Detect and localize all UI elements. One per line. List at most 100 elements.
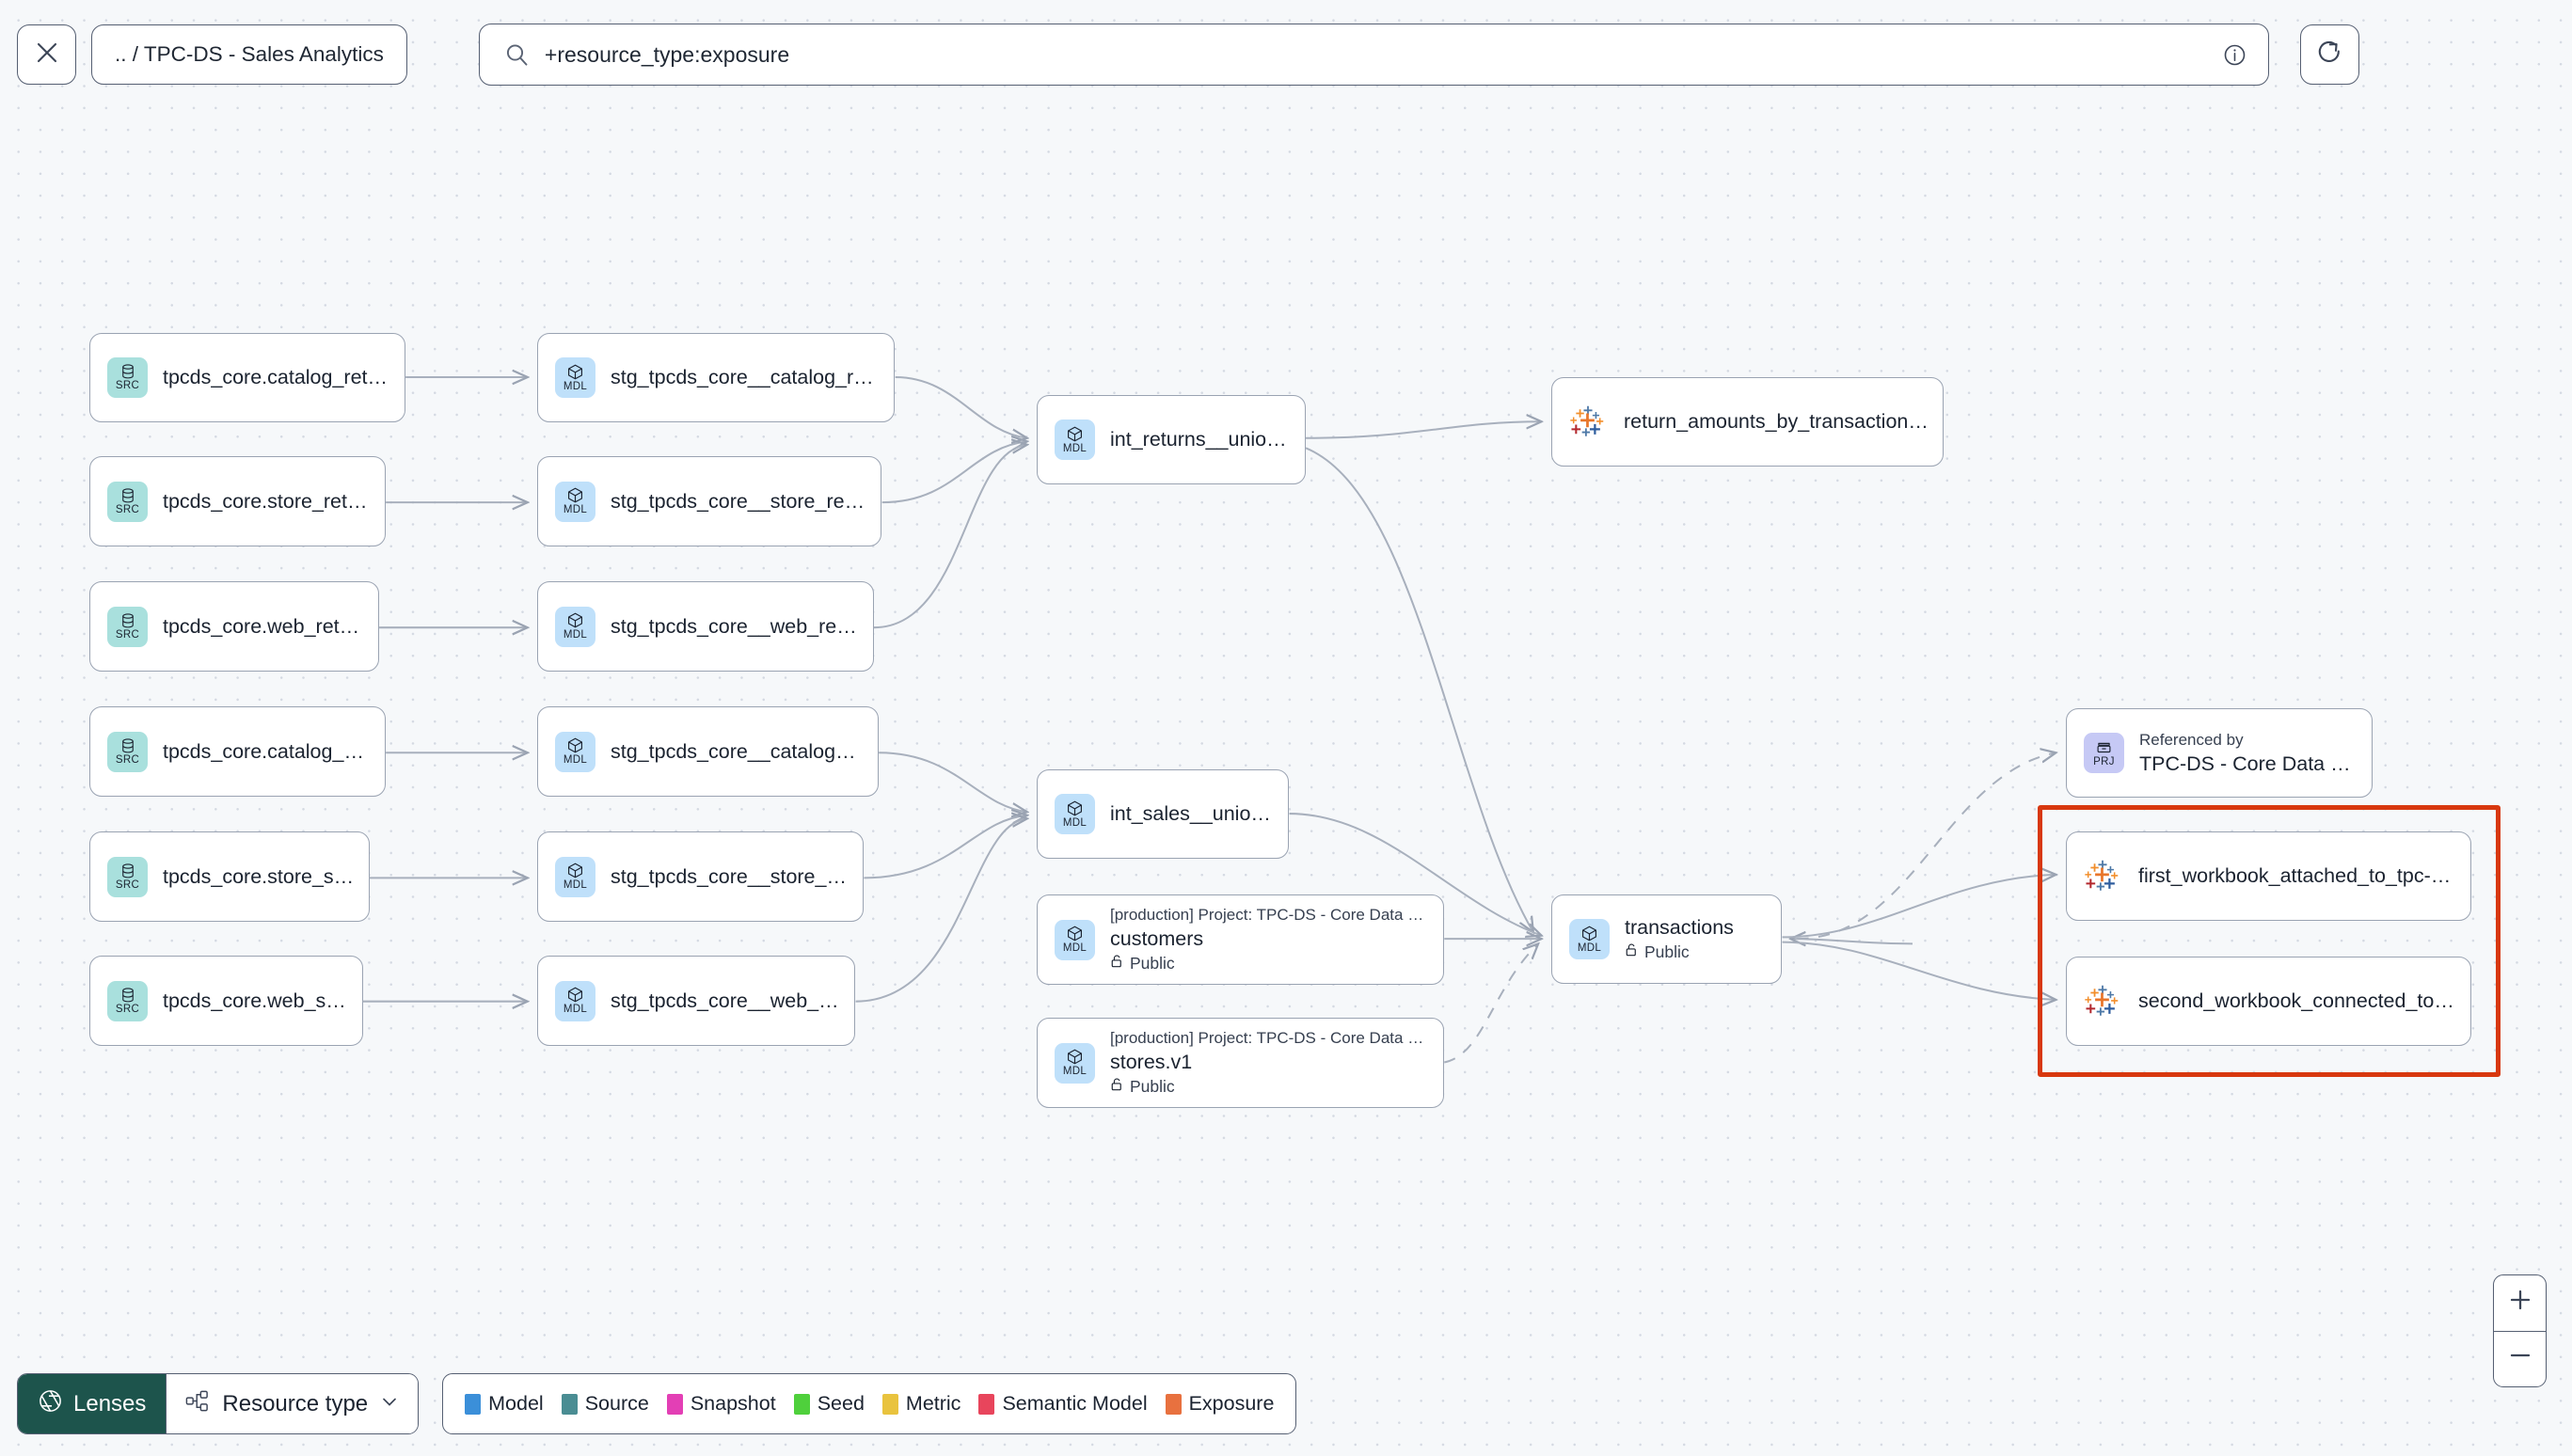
node-labels: int_returns__unioned [1110,428,1305,451]
node-labels: stg_tpcds_core__store_returns [611,490,881,514]
legend-label: Source [584,1392,649,1415]
hierarchy-icon [184,1388,210,1420]
lens-group: Lenses Resource type [17,1373,420,1434]
resource-type-filter[interactable]: Resource type [166,1374,419,1433]
lenses-button[interactable]: Lenses [18,1374,167,1433]
lenses-label: Lenses [73,1390,147,1416]
resource-type-label: Resource type [222,1390,369,1416]
node-title: return_amounts_by_transaction_type [1624,410,1929,433]
close-button[interactable] [17,24,76,85]
legend-item-model[interactable]: Model [465,1392,544,1416]
node-labels: tpcds_core.store_returns [163,490,385,514]
plus-icon [2508,1288,2532,1320]
graph-node-second_workbook[interactable]: second_workbook_connected_to_live… [2066,957,2471,1046]
node-labels: tpcds_core.web_sales [163,989,362,1013]
node-visibility: Public [1110,954,1430,973]
node-subtitle: Referenced by [2139,730,2244,749]
tableau-workbook-icon [1569,404,1607,441]
legend-label: Exposure [1188,1392,1275,1415]
tableau-workbook-icon [2084,858,2121,895]
info-icon[interactable] [2222,42,2247,68]
node-title: int_sales__unioned [1110,802,1275,825]
legend-item-seed[interactable]: Seed [793,1392,865,1416]
node-subtitle: [production] Project: TPC-DS - Core Data… [1110,1029,1430,1047]
graph-node-return_amounts[interactable]: return_amounts_by_transaction_type [1551,377,1944,467]
node-title: stores.v1 [1110,1051,1193,1073]
node-title: stg_tpcds_core__web_sales [611,989,841,1012]
breadcrumb[interactable]: .. / TPC-DS - Sales Analytics [91,24,407,85]
node-visibility: Public [1110,1077,1430,1097]
node-labels: stg_tpcds_core__web_sales [611,989,854,1013]
legend-swatch [465,1393,482,1415]
legend-item-snapshot[interactable]: Snapshot [666,1392,776,1416]
node-labels: int_sales__unioned [1110,802,1288,826]
source-badge-icon: SRC [107,856,148,897]
node-title: tpcds_core.store_returns [163,489,372,513]
graph-node-customers[interactable]: MDL [production] Project: TPC-DS - Core D… [1037,894,1444,985]
node-labels: stg_tpcds_core__catalog_returns [611,366,894,389]
unlock-icon [1110,1077,1124,1097]
node-labels: tpcds_core.web_returns [163,615,378,639]
legend-label: Semantic Model [1002,1392,1148,1415]
source-badge-icon: SRC [107,357,148,398]
node-title: tpcds_core.catalog_sales [163,739,372,763]
search-bar[interactable]: +resource_type:exposure [478,24,2269,86]
legend-label: Model [488,1392,544,1415]
model-badge-icon: MDL [1055,919,1095,960]
legend-label: Metric [905,1392,961,1415]
graph-node-src_catalog_returns[interactable]: SRC tpcds_core.catalog_returns [89,333,405,422]
node-labels: tpcds_core.catalog_sales [163,740,385,764]
node-title: tpcds_core.catalog_returns [163,366,391,388]
legend-item-metric[interactable]: Metric [881,1392,961,1416]
model-badge-icon: MDL [1569,919,1610,959]
resource-type-legend: Model Source Snapshot Seed Metric Semantic Mo… [442,1373,1297,1434]
graph-node-int_returns_unioned[interactable]: MDL int_returns__unioned [1037,395,1306,484]
node-title: stg_tpcds_core__store_returns [611,489,867,513]
zoom-in-button[interactable] [2494,1275,2546,1331]
graph-node-int_sales_unioned[interactable]: MDL int_sales__unioned [1037,769,1289,859]
model-badge-icon: MDL [555,856,595,897]
node-title: tpcds_core.web_sales [163,989,349,1012]
refresh-button[interactable] [2299,24,2359,85]
graph-node-stg_web_returns[interactable]: MDL stg_tpcds_core__web_returns [537,581,874,672]
legend-item-semantic-model[interactable]: Semantic Model [978,1392,1148,1416]
graph-node-stg_catalog_returns[interactable]: MDL stg_tpcds_core__catalog_returns [537,333,895,422]
chevron-down-icon [380,1391,399,1417]
model-badge-icon: MDL [1055,419,1095,460]
legend-label: Snapshot [690,1392,776,1415]
node-visibility-label: Public [1130,1077,1175,1096]
legend-swatch [666,1393,683,1415]
exposure-selection-box [2038,805,2501,1077]
graph-node-stg_store_sales[interactable]: MDL stg_tpcds_core__store_sales [537,831,864,922]
node-labels: [production] Project: TPC-DS - Core Data… [1110,1029,1443,1097]
zoom-out-button[interactable] [2494,1331,2546,1386]
node-visibility-label: Public [1130,954,1175,973]
search-icon [504,42,530,68]
search-input[interactable]: +resource_type:exposure [544,41,790,67]
node-title: stg_tpcds_core__store_sales [611,864,849,888]
node-visibility-label: Public [1644,942,1690,961]
legend-item-source[interactable]: Source [561,1392,649,1416]
model-badge-icon: MDL [555,606,595,647]
model-badge-icon: MDL [555,357,595,398]
node-labels: stg_tpcds_core__catalog_sales [611,740,878,764]
node-labels: stg_tpcds_core__web_returns [611,615,873,639]
graph-node-first_workbook[interactable]: first_workbook_attached_to_tpc-ds_-_… [2066,831,2471,921]
model-badge-icon: MDL [1055,794,1095,834]
node-labels: tpcds_core.catalog_returns [163,366,405,389]
node-title: stg_tpcds_core__catalog_returns [611,366,881,388]
node-subtitle: [production] Project: TPC-DS - Core Data… [1110,906,1430,924]
graph-node-stores_v1[interactable]: MDL[production] Project: TPC-DS - Core D… [1037,1018,1444,1108]
legend-item-exposure[interactable]: Exposure [1165,1392,1275,1416]
